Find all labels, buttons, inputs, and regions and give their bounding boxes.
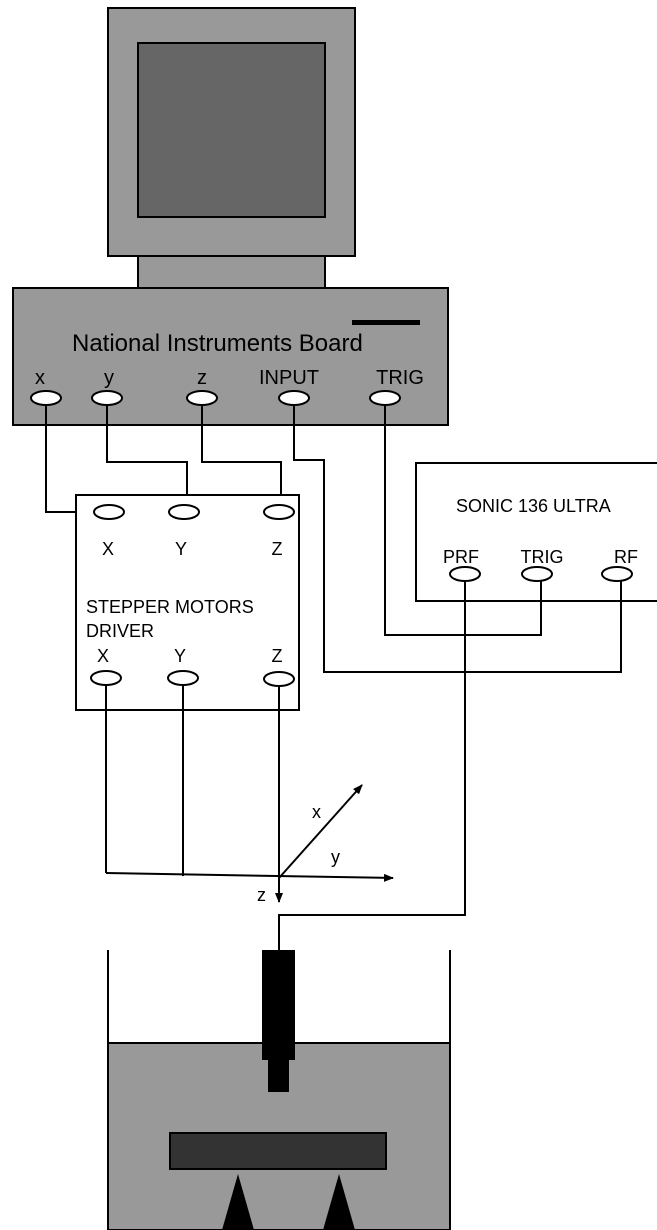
sonic-title: SONIC 136 ULTRA (456, 496, 611, 516)
ni-port-label-x: x (35, 367, 45, 389)
stepper-input-label-y: Y (175, 539, 187, 559)
ni-port-label-y: y (104, 367, 114, 389)
specimen-support-right (323, 1174, 355, 1230)
test-specimen (169, 1132, 387, 1170)
ni-port-z (186, 390, 218, 406)
stepper-output-y (167, 670, 199, 686)
ni-board-title: National Instruments Board (72, 330, 363, 357)
wire-y (106, 405, 188, 505)
wire-z (201, 405, 282, 505)
axis-y-label: y (331, 847, 340, 867)
sonic-port-label-rf: RF (614, 547, 638, 567)
ni-port-y (91, 390, 123, 406)
ni-port-label-trig: TRIG (376, 367, 424, 389)
ni-port-x (30, 390, 62, 406)
stepper-output-label-y: Y (174, 646, 186, 666)
stepper-input-label-z: Z (272, 539, 283, 559)
axis-z-label: z (257, 885, 266, 905)
stepper-output-label-x: X (97, 646, 109, 666)
ni-port-input (278, 390, 310, 406)
ni-port-trig (369, 390, 401, 406)
stepper-output-z (263, 671, 295, 687)
monitor-screen (137, 42, 326, 218)
stepper-output-label-z: Z (272, 646, 283, 666)
specimen-support-left (222, 1174, 254, 1230)
axis-x-label: x (312, 802, 321, 822)
sonic-ultra-unit: SONIC 136 ULTRA PRF TRIG RF (415, 462, 657, 602)
monitor-stand (137, 255, 326, 289)
stepper-input-y (168, 504, 200, 520)
wire-trig (384, 405, 542, 636)
axis-y-arrow (105, 872, 394, 882)
sonic-port-rf (601, 566, 633, 582)
stepper-to-axes-wires (105, 685, 184, 876)
stepper-input-z (263, 504, 295, 520)
ni-board: National Instruments Board x y z INPUT T… (12, 287, 449, 426)
sonic-port-label-trig: TRIG (521, 547, 564, 567)
stepper-motors-driver: X Y Z STEPPER MOTORS DRIVER X Y Z (75, 494, 300, 711)
coordinate-axes: x y z (105, 686, 394, 905)
computer-monitor (107, 7, 356, 289)
ni-board-slot (352, 320, 420, 325)
transducer-tip (268, 1060, 289, 1092)
stepper-input-label-x: X (102, 539, 114, 559)
ni-port-label-input: INPUT (259, 367, 319, 389)
stepper-driver-subtitle: DRIVER (86, 621, 154, 641)
water-tank (107, 950, 451, 1230)
sonic-port-label-prf: PRF (443, 547, 479, 567)
sonic-port-prf (449, 566, 481, 582)
stepper-input-x (93, 504, 125, 520)
wire-prf (278, 581, 466, 950)
stepper-output-x (90, 670, 122, 686)
sonic-port-trig (521, 566, 553, 582)
ni-port-label-z: z (197, 367, 207, 389)
ni-to-sonic-wires (293, 405, 622, 673)
ultrasonic-transducer (262, 950, 295, 1060)
axis-x-arrow (278, 784, 363, 879)
wire-input (293, 405, 622, 673)
stepper-driver-title: STEPPER MOTORS (86, 597, 254, 617)
